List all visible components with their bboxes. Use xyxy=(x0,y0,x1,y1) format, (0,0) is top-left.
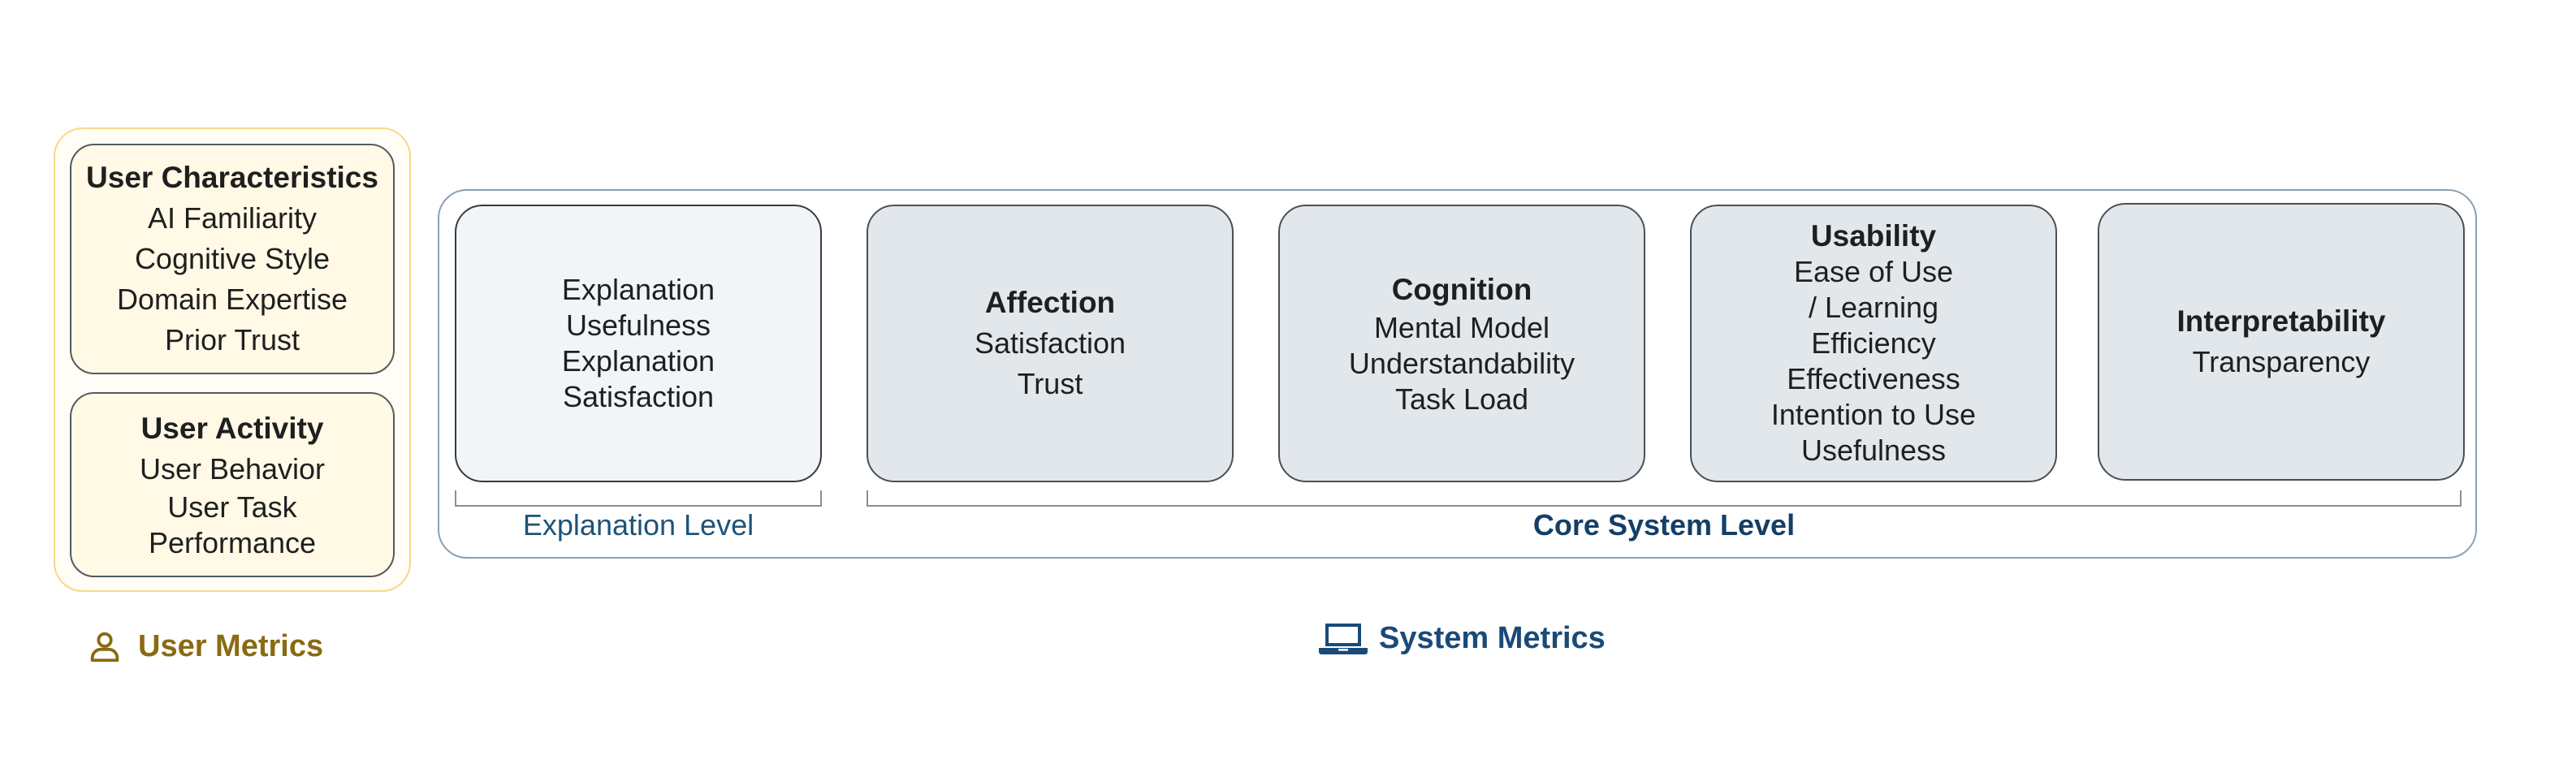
usability-item: Intention to Use xyxy=(1770,398,1977,431)
usability-item: Usefulness xyxy=(1800,434,1947,467)
system-metrics-label: System Metrics xyxy=(1379,620,1606,655)
usability-item: Ease of Use xyxy=(1793,255,1954,288)
user-activity-item: User Behavior xyxy=(139,452,326,486)
affection-title: Affection xyxy=(984,286,1116,319)
user-metrics-legend: User Metrics xyxy=(86,622,323,671)
user-activity-item: User Task xyxy=(167,490,297,524)
user-characteristics-item: Prior Trust xyxy=(164,323,300,356)
interpretability-card: Interpretability Transparency xyxy=(2098,203,2465,481)
explanation-level-bracket xyxy=(455,490,822,507)
person-icon xyxy=(86,628,123,665)
user-activity-title: User Activity xyxy=(140,412,324,445)
cognition-title: Cognition xyxy=(1391,273,1532,306)
explanation-item: Usefulness xyxy=(565,309,711,342)
user-characteristics-item: AI Familiarity xyxy=(147,201,318,235)
user-characteristics-item: Domain Expertise xyxy=(116,283,348,316)
explanation-level-label: Explanation Level xyxy=(522,508,754,542)
explanation-card: Explanation Usefulness Explanation Satis… xyxy=(455,205,822,482)
user-activity-item: Performance xyxy=(148,526,317,559)
explanation-item: Explanation xyxy=(561,273,715,306)
laptop-icon xyxy=(1319,619,1368,657)
usability-item: Effectiveness xyxy=(1787,362,1960,395)
system-metrics-legend: System Metrics xyxy=(1319,614,1606,663)
cognition-item: Understandability xyxy=(1348,347,1575,380)
usability-card: Usability Ease of Use / Learning Efficie… xyxy=(1690,205,2057,482)
interpretability-item: Transparency xyxy=(2192,345,2371,378)
core-system-level-label: Core System Level xyxy=(1532,508,1796,542)
cognition-item: Mental Model xyxy=(1373,311,1550,344)
interpretability-title: Interpretability xyxy=(2176,304,2386,338)
explanation-item: Explanation xyxy=(561,344,715,378)
usability-item: Efficiency xyxy=(1811,326,1936,360)
cognition-item: Task Load xyxy=(1394,382,1529,416)
user-metrics-label: User Metrics xyxy=(138,628,324,663)
user-characteristics-card: User Characteristics AI Familiarity Cogn… xyxy=(70,144,395,374)
cognition-card: Cognition Mental Model Understandability… xyxy=(1278,205,1645,482)
usability-title: Usability xyxy=(1810,219,1937,253)
user-characteristics-title: User Characteristics xyxy=(86,161,378,194)
affection-item: Satisfaction xyxy=(974,326,1126,360)
usability-item: / Learning xyxy=(1808,291,1939,324)
explanation-item: Satisfaction xyxy=(562,380,715,413)
affection-card: Affection Satisfaction Trust xyxy=(867,205,1234,482)
user-activity-card: User Activity User Behavior User Task Pe… xyxy=(70,392,395,577)
user-characteristics-item: Cognitive Style xyxy=(134,242,331,275)
core-system-level-bracket xyxy=(867,490,2461,507)
affection-item: Trust xyxy=(1017,367,1083,400)
